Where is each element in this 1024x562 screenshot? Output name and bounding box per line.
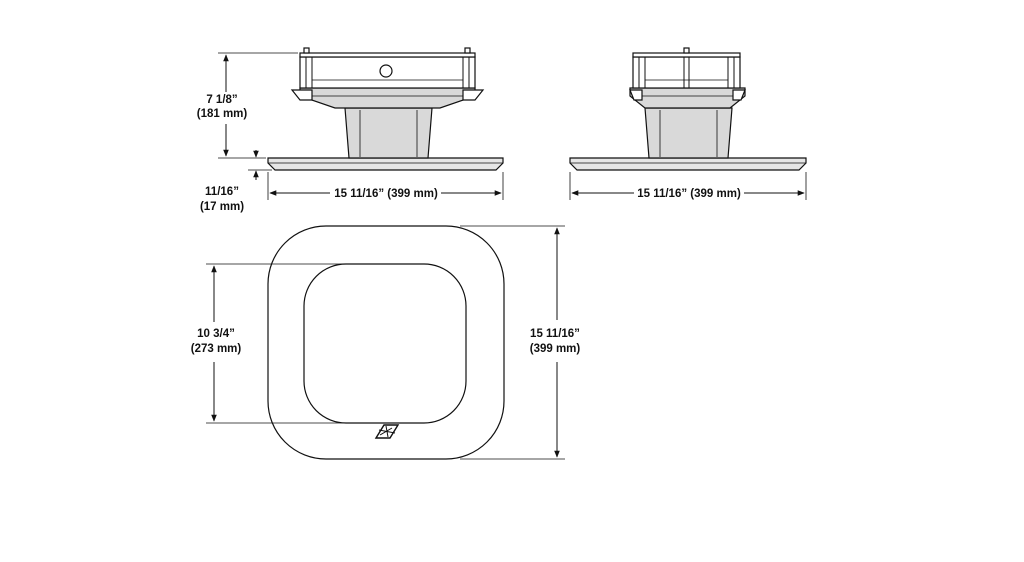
brand-logo-icon — [374, 424, 400, 439]
front-view — [267, 47, 504, 171]
plan-view — [267, 225, 505, 460]
front-width-label: 15 11/16” (399 mm) — [334, 188, 438, 200]
inner-top-outline — [303, 263, 467, 424]
side-width-dimension: 15 11/16” (399 mm) — [569, 172, 807, 200]
thickness-mm-label: (17 mm) — [200, 201, 244, 213]
side-width-label: 15 11/16” (399 mm) — [637, 188, 741, 200]
thickness-inches-label: 11/16” — [205, 186, 239, 198]
inner-size-inches-label: 10 3/4” — [197, 328, 235, 340]
front-width-dimension: 15 11/16” (399 mm) — [267, 172, 504, 200]
height-inches-label: 7 1/8” — [206, 94, 237, 106]
side-view — [569, 47, 807, 171]
inner-size-dimension: 10 3/4” (273 mm) — [191, 263, 350, 424]
inner-size-mm-label: (273 mm) — [191, 343, 242, 355]
thickness-dimension: 11/16” (17 mm) — [200, 150, 272, 213]
height-mm-label: (181 mm) — [197, 108, 248, 120]
outer-size-mm-label: (399 mm) — [530, 343, 581, 355]
outer-size-inches-label: 15 11/16” — [530, 328, 580, 340]
outer-size-dimension: 15 11/16” (399 mm) — [460, 225, 581, 460]
height-dimension: 7 1/8” (181 mm) — [197, 52, 298, 159]
